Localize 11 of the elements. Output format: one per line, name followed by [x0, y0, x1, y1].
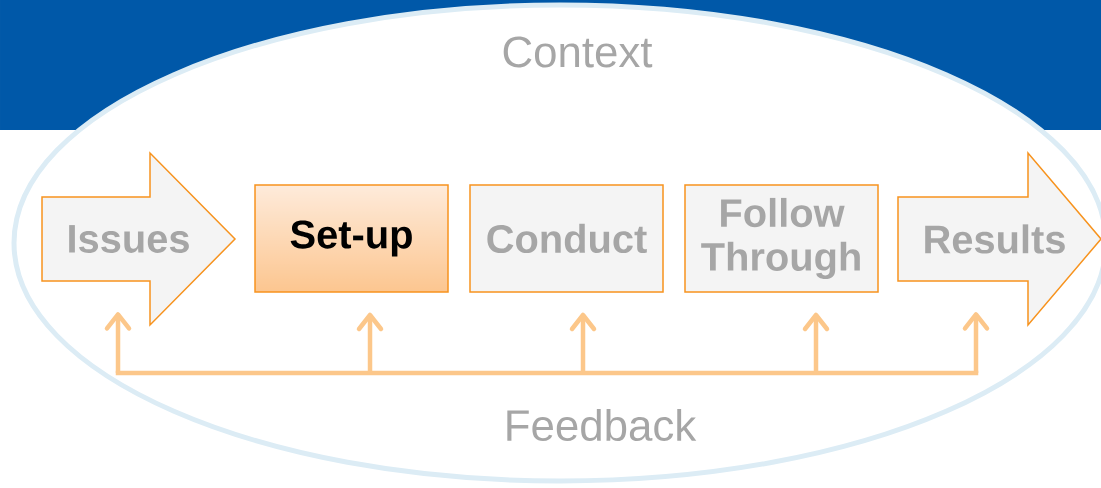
section-label: Context — [503, 36, 653, 68]
feedback-arrow — [569, 312, 597, 373]
feedback-arrow — [104, 312, 132, 373]
feedback-arrow — [356, 312, 384, 373]
process-box: Conduct — [469, 184, 664, 293]
feedback-arrow — [802, 312, 830, 373]
feedback-arrow — [962, 312, 990, 373]
feedback-line — [115, 370, 979, 376]
section-label: Feedback — [507, 408, 697, 442]
process-box: Set-up — [254, 184, 449, 293]
process-box: Follow Through — [684, 184, 879, 293]
